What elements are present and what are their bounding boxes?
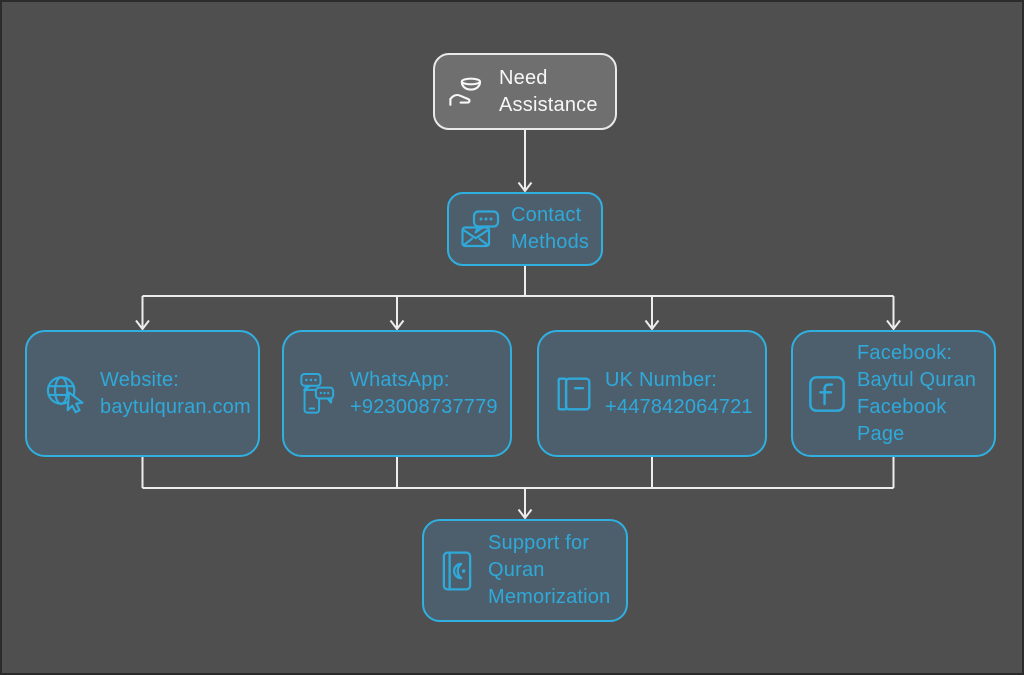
quran-book-icon <box>438 550 476 592</box>
address-book-icon <box>555 375 593 413</box>
node-uk-number: UK Number: +447842064721 <box>537 330 767 457</box>
node-label: Support for Quran Memorization <box>488 532 611 608</box>
node-website: Website: baytulquran.com <box>25 330 260 457</box>
node-need-assistance: Need Assistance <box>433 53 617 130</box>
node-support-quran-memorization: Support for Quran Memorization <box>422 519 628 622</box>
chat-envelope-icon <box>461 210 501 248</box>
globe-pointer-icon <box>45 374 90 414</box>
hand-offering-bowl-icon <box>448 73 490 110</box>
node-label: Contact Methods <box>511 204 590 253</box>
node-label: Need Assistance <box>499 66 598 116</box>
node-label: Facebook: Baytul Quran Facebook Page <box>857 341 977 445</box>
node-label: WhatsApp: +923008737779 <box>350 368 498 418</box>
node-label: UK Number: +447842064721 <box>605 368 753 418</box>
facebook-icon <box>807 374 847 414</box>
node-whatsapp: WhatsApp: +923008737779 <box>282 330 512 457</box>
node-contact-methods: Contact Methods <box>447 192 603 266</box>
node-facebook: Facebook: Baytul Quran Facebook Page <box>791 330 996 457</box>
phone-chat-icon <box>300 372 340 415</box>
node-label: Website: baytulquran.com <box>100 368 251 418</box>
